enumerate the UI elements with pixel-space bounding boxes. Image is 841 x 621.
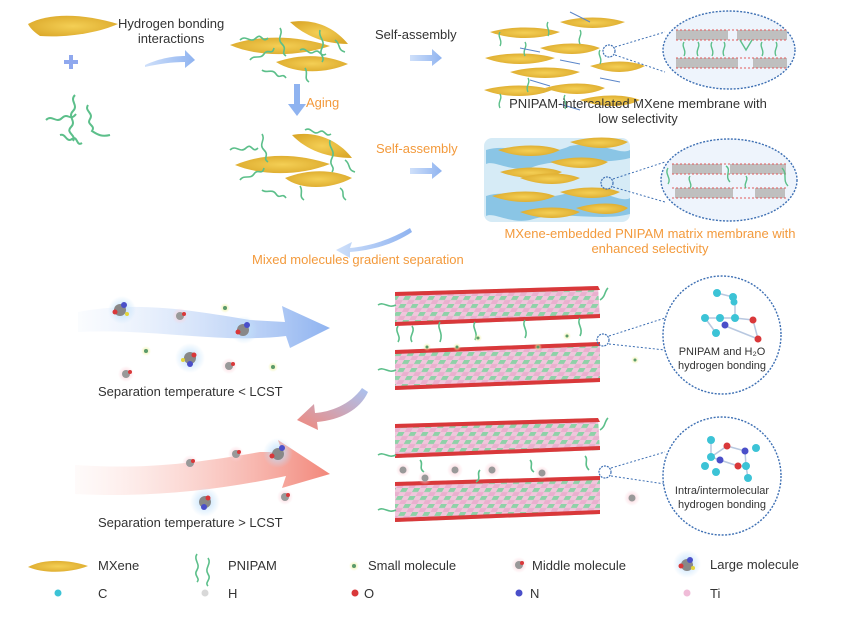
membrane2-caption: MXene-embedded PNIPAM matrix membrane wi… bbox=[460, 226, 840, 256]
legend-label-mxene: MXene bbox=[98, 558, 140, 573]
large-molecule bbox=[263, 438, 293, 468]
large-molecule bbox=[190, 487, 220, 517]
large-molecule-icon bbox=[673, 550, 701, 578]
callout-intra-intermolecular-text: Intra/intermolecular hydrogen bonding bbox=[662, 484, 782, 512]
middle-molecule bbox=[182, 455, 198, 471]
membrane-embedded bbox=[484, 137, 666, 222]
callout-membrane2-layers bbox=[666, 163, 789, 199]
hbond-label: Hydrogen bonding interactions bbox=[118, 16, 224, 46]
legend-label-middle-molecule: Middle molecule bbox=[532, 558, 626, 573]
membrane-intercalated bbox=[484, 11, 666, 111]
carbon-atom-icon bbox=[54, 589, 62, 597]
below-lcst-label: Separation temperature < LCST bbox=[98, 384, 283, 399]
legend-label-n: N bbox=[530, 586, 540, 601]
small-molecule bbox=[268, 362, 278, 372]
middle-molecule bbox=[118, 366, 134, 382]
arrow-self-assembly-2 bbox=[410, 162, 442, 179]
membrane1-caption: PNIPAM-intercalated MXene membrane with … bbox=[493, 96, 783, 126]
legend-label-small-molecule: Small molecule bbox=[368, 558, 457, 573]
oxygen-atom-icon bbox=[351, 589, 359, 597]
membrane-stack-below-lcst bbox=[377, 286, 666, 390]
middle-molecule-icon bbox=[511, 557, 527, 573]
membrane1-caption-line2: low selectivity bbox=[598, 111, 678, 126]
titanium-atom-icon bbox=[683, 589, 691, 597]
middle-molecule bbox=[221, 358, 237, 374]
arrow-self-assembly-1 bbox=[410, 49, 442, 66]
legend-label-h: H bbox=[228, 586, 238, 601]
middle-molecule bbox=[228, 446, 244, 462]
small-molecule bbox=[220, 303, 230, 313]
arrow-gradient-separation bbox=[336, 228, 412, 258]
molecules-above-lcst bbox=[182, 438, 293, 517]
hbond-label-line1: Hydrogen bonding bbox=[118, 16, 225, 31]
arrow-temperature-transition bbox=[297, 388, 368, 430]
large-molecule bbox=[175, 343, 205, 373]
plus-icon bbox=[64, 55, 78, 69]
callout1-line1: PNIPAM and H₂O bbox=[678, 346, 766, 358]
callout1-line2: hydrogen bonding bbox=[677, 360, 767, 372]
mxene-sheet bbox=[28, 15, 118, 37]
mxene-pnipam-complex-2 bbox=[229, 128, 356, 201]
molecules-below-lcst bbox=[108, 296, 278, 382]
legend-label-ti: Ti bbox=[710, 586, 721, 601]
self-assembly-label-2: Self-assembly bbox=[376, 141, 458, 156]
pnipam-chains bbox=[45, 94, 111, 145]
legend-label-large-molecule: Large molecule bbox=[710, 557, 799, 572]
callout-pnipam-water bbox=[662, 275, 782, 395]
arrow-hbond bbox=[145, 50, 195, 68]
self-assembly-label-1: Self-assembly bbox=[375, 27, 457, 42]
nitrogen-atom-icon bbox=[515, 589, 523, 597]
membrane-stack-above-lcst bbox=[377, 417, 666, 522]
hydrogen-atom-icon bbox=[201, 589, 209, 597]
above-lcst-label: Separation temperature > LCST bbox=[98, 515, 283, 530]
large-molecule bbox=[230, 316, 258, 344]
legend-label-c: C bbox=[98, 586, 108, 601]
middle-molecule bbox=[277, 489, 293, 505]
callout-intra-intermolecular bbox=[662, 416, 782, 536]
pnipam-chain-icon bbox=[195, 553, 210, 587]
legend-icons bbox=[28, 550, 701, 597]
gradient-separation-label: Mixed molecules gradient separation bbox=[252, 252, 464, 267]
mxene-pnipam-complex-1 bbox=[230, 21, 348, 83]
mxene-sheet-icon bbox=[28, 560, 88, 572]
large-molecule bbox=[108, 296, 136, 324]
arrow-flow-below-lcst bbox=[78, 306, 330, 348]
legend-label-o: O bbox=[364, 586, 375, 601]
arrow-aging bbox=[288, 84, 306, 116]
pnipam-water-molecule-model bbox=[701, 289, 762, 343]
membrane2-caption-line2: enhanced selectivity bbox=[591, 241, 709, 256]
small-molecule-icon bbox=[349, 561, 359, 571]
intra-intermolecular-molecule-model bbox=[701, 436, 760, 482]
hbond-label-line2: interactions bbox=[137, 31, 205, 46]
middle-molecule bbox=[172, 308, 188, 324]
callout2-line2: hydrogen bonding bbox=[677, 499, 767, 511]
aging-label: Aging bbox=[306, 95, 340, 110]
callout-membrane1-layers bbox=[676, 29, 787, 69]
membrane2-caption-line1: MXene-embedded PNIPAM matrix membrane wi… bbox=[504, 226, 796, 241]
callout-pnipam-water-text: PNIPAM and H₂O hydrogen bonding bbox=[662, 345, 782, 373]
callout2-line1: Intra/intermolecular bbox=[674, 485, 770, 497]
legend-label-pnipam: PNIPAM bbox=[228, 558, 277, 573]
membrane1-caption-line1: PNIPAM-intercalated MXene membrane with bbox=[509, 96, 767, 111]
small-molecule bbox=[141, 346, 151, 356]
